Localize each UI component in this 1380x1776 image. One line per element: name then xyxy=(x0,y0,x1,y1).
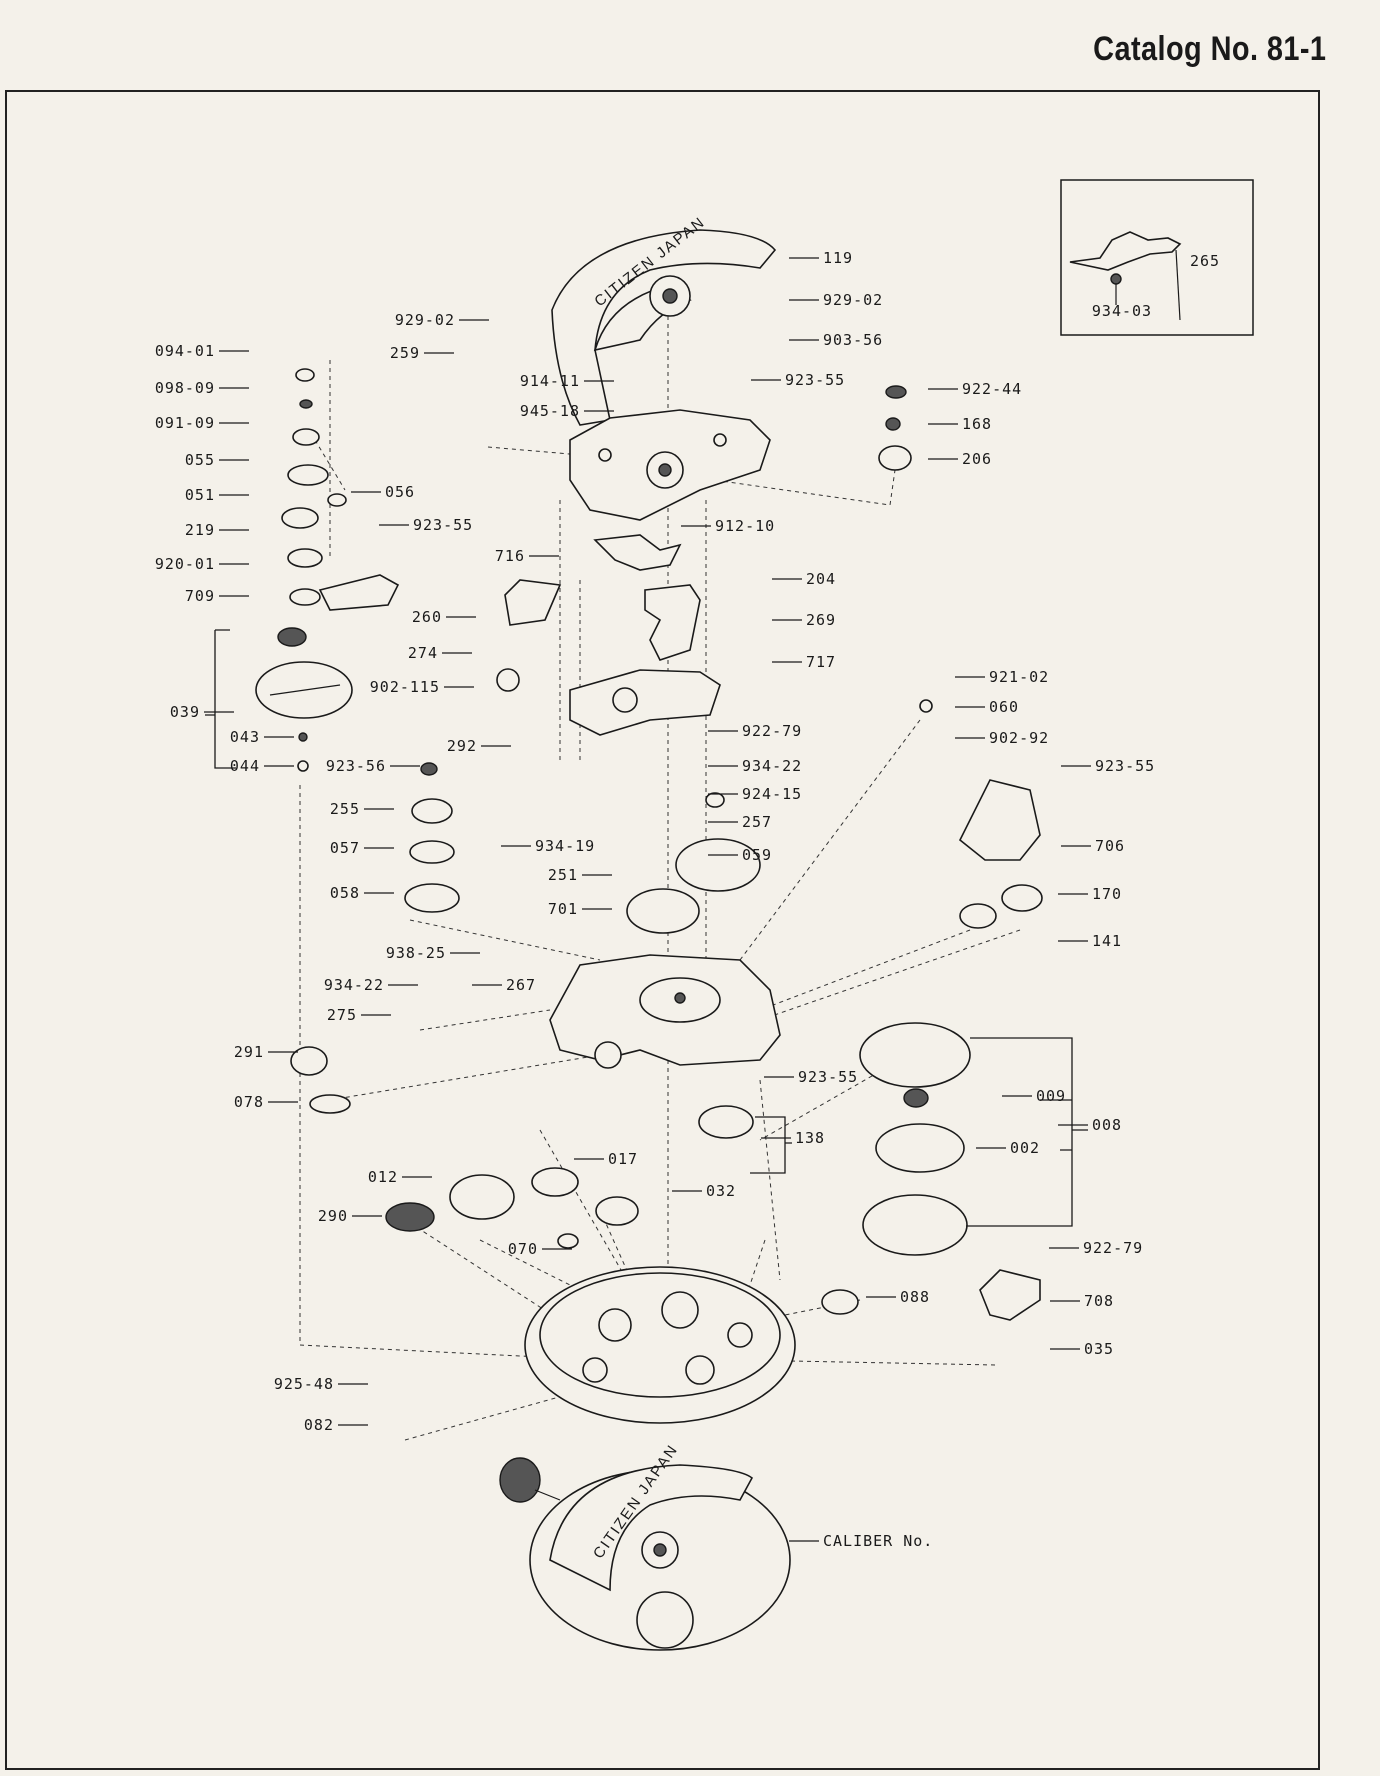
callout-945-18: 945-18 xyxy=(520,402,580,420)
callout-925-48: 925-48 xyxy=(274,1375,334,1393)
callout-709: 709 xyxy=(185,587,215,605)
callout-059: 059 xyxy=(742,846,772,864)
plates-middle xyxy=(496,534,721,736)
callout-903-56: 903-56 xyxy=(823,331,883,349)
callout-923-55: 923-55 xyxy=(1095,757,1155,775)
diagram-frame xyxy=(5,90,1320,1770)
callout-708: 708 xyxy=(1084,1292,1114,1310)
callout-923-55: 923-55 xyxy=(413,516,473,534)
callout-934-22: 934-22 xyxy=(324,976,384,994)
callout-922-79: 922-79 xyxy=(1083,1239,1143,1257)
callout-274: 274 xyxy=(408,644,438,662)
brackets xyxy=(750,1037,1088,1227)
callout-922-44: 922-44 xyxy=(962,380,1022,398)
callout-044: 044 xyxy=(230,757,260,775)
rotor-119: CITIZEN JAPAN xyxy=(551,213,777,426)
callout-012: 012 xyxy=(368,1168,398,1186)
bridge-701 xyxy=(549,954,781,1069)
callout-058: 058 xyxy=(330,884,360,902)
callout-902-115: 902-115 xyxy=(370,678,440,696)
callout-259: 259 xyxy=(390,344,420,362)
callout-141: 141 xyxy=(1092,932,1122,950)
callout-251: 251 xyxy=(548,866,578,884)
callout-168: 168 xyxy=(962,415,992,433)
callout-035: 035 xyxy=(1084,1340,1114,1358)
bridge-716 xyxy=(569,409,771,521)
callout-082: 082 xyxy=(304,1416,334,1434)
callout-043: 043 xyxy=(230,728,260,746)
callout-923-55: 923-55 xyxy=(798,1068,858,1086)
callout-934-19: 934-19 xyxy=(535,837,595,855)
callout-138: 138 xyxy=(795,1129,825,1147)
callout-078: 078 xyxy=(234,1093,264,1111)
callout-923-55: 923-55 xyxy=(785,371,845,389)
callout-260: 260 xyxy=(412,608,442,626)
callout-257: 257 xyxy=(742,813,772,831)
callout-924-15: 924-15 xyxy=(742,785,802,803)
gear-train xyxy=(290,762,1043,1315)
callout-098-09: 098-09 xyxy=(155,379,215,397)
callout-008: 008 xyxy=(1092,1116,1122,1134)
callout-291: 291 xyxy=(234,1043,264,1061)
assembled-movement: CITIZEN JAPAN xyxy=(499,1441,791,1651)
callout-921-02: 921-02 xyxy=(989,668,1049,686)
callout-938-25: 938-25 xyxy=(386,944,446,962)
callout-051: 051 xyxy=(185,486,215,504)
callout-017: 017 xyxy=(608,1150,638,1168)
callout-039: 039 xyxy=(170,703,200,721)
callout-902-92: 902-92 xyxy=(989,729,1049,747)
callout-060: 060 xyxy=(989,698,1019,716)
callout-056: 056 xyxy=(385,483,415,501)
callout-219: 219 xyxy=(185,521,215,539)
callout-929-02: 929-02 xyxy=(395,311,455,329)
callout-920-01: 920-01 xyxy=(155,555,215,573)
callout-706: 706 xyxy=(1095,837,1125,855)
main-plate xyxy=(524,1266,796,1424)
callout-094-01: 094-01 xyxy=(155,342,215,360)
callout-716: 716 xyxy=(495,547,525,565)
inset-part-265: 265 934-03 xyxy=(1060,179,1254,336)
callout-717: 717 xyxy=(806,653,836,671)
inset-callout-934-03: 934-03 xyxy=(1092,302,1152,320)
callout-009: 009 xyxy=(1036,1087,1066,1105)
callout-204: 204 xyxy=(806,570,836,588)
callout-269: 269 xyxy=(806,611,836,629)
callout-088: 088 xyxy=(900,1288,930,1306)
callout-119: 119 xyxy=(823,249,853,267)
part-number-callouts: 119 929-02 903-56 923-55 922-44 168 206 929-02 2… xyxy=(155,249,1155,1550)
callout-292: 292 xyxy=(447,737,477,755)
callout-055: 055 xyxy=(185,451,215,469)
callout-002: 002 xyxy=(1010,1139,1040,1157)
balance-assembly xyxy=(205,368,400,772)
callout-929-02: 929-02 xyxy=(823,291,883,309)
callout-922-79: 922-79 xyxy=(742,722,802,740)
callout-070: 070 xyxy=(508,1240,538,1258)
callout-206: 206 xyxy=(962,450,992,468)
callout-032: 032 xyxy=(706,1182,736,1200)
callout-701: 701 xyxy=(548,900,578,918)
callout-057: 057 xyxy=(330,839,360,857)
callout-914-11: 914-11 xyxy=(520,372,580,390)
callout-caliber-no-: CALIBER No. xyxy=(823,1532,933,1550)
catalog-title: Catalog No. 81-1 xyxy=(1092,30,1326,68)
callout-934-22: 934-22 xyxy=(742,757,802,775)
callout-255: 255 xyxy=(330,800,360,818)
right-parts xyxy=(878,385,1041,1321)
inset-callout-265: 265 xyxy=(1190,252,1220,270)
callout-091-09: 091-09 xyxy=(155,414,215,432)
callout-912-10: 912-10 xyxy=(715,517,775,535)
callout-290: 290 xyxy=(318,1207,348,1225)
callout-275: 275 xyxy=(327,1006,357,1024)
callout-923-56: 923-56 xyxy=(326,757,386,775)
callout-267: 267 xyxy=(506,976,536,994)
callout-170: 170 xyxy=(1092,885,1122,903)
